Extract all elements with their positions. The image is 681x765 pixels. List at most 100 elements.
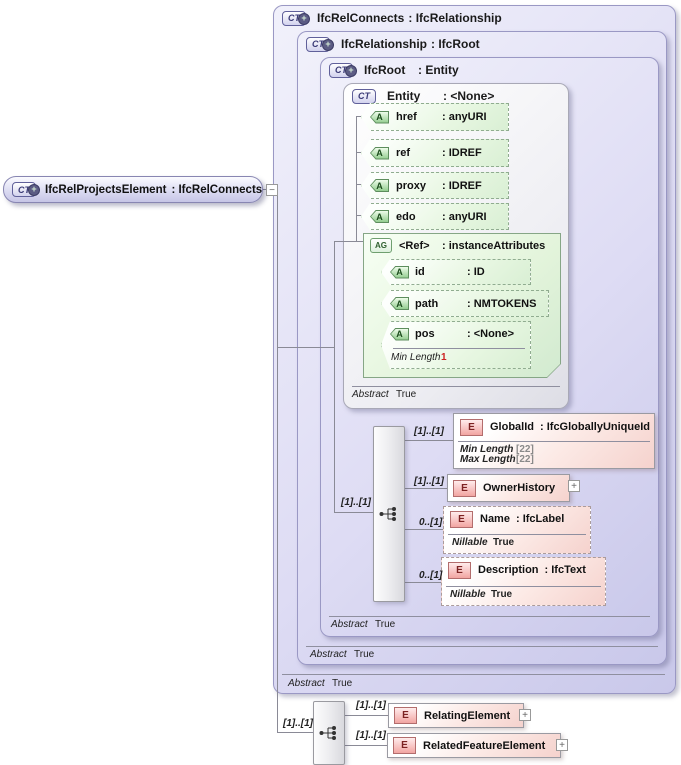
facet-divider xyxy=(458,441,650,442)
cardinality-label-sequence: [1]..[1] xyxy=(341,497,371,508)
facet-value: [22] xyxy=(516,454,534,465)
cardinality-label-relatingelement: [1]..[1] xyxy=(356,700,386,711)
sequence-icon xyxy=(319,726,336,740)
facet-label: Abstract xyxy=(288,678,325,689)
facet-divider xyxy=(448,534,586,535)
connector-relatedfeatureelement xyxy=(343,745,387,746)
attribute-id[interactable]: A id : ID xyxy=(381,259,531,285)
type-header-entity[interactable]: CT Entity : <None> xyxy=(352,87,494,105)
attribute-path[interactable]: A path : NMTOKENS xyxy=(381,290,549,317)
facet-abstract: Abstract True xyxy=(310,649,374,660)
element-name-ifclabel[interactable]: E Name : IfcLabel Nillable True xyxy=(443,506,591,554)
element-icon: E xyxy=(460,418,483,436)
attribute-proxy[interactable]: A proxy : IDREF xyxy=(361,172,509,199)
expand-toggle-relatedfeatureelement[interactable]: + xyxy=(556,739,568,751)
facet-abstract: Abstract True xyxy=(288,678,352,689)
facet-label: Abstract xyxy=(310,649,347,660)
element-name: Description xyxy=(478,564,539,576)
derived-plus-icon: + xyxy=(322,38,334,51)
attribute-icon: A xyxy=(370,110,389,124)
complex-type-icon: CT+ xyxy=(306,36,334,52)
attribute-href[interactable]: A href : anyURI xyxy=(361,103,509,131)
attribute-type: : IDREF xyxy=(442,147,482,159)
facet-label: Abstract xyxy=(331,619,368,630)
element-globalid[interactable]: E GlobalId : IfcGloballyUniqueId Min Len… xyxy=(453,413,655,469)
element-icon: E xyxy=(393,737,416,754)
expand-toggle-relatingelement[interactable]: + xyxy=(519,709,531,721)
attribute-name: proxy xyxy=(396,179,426,192)
attribute-pos[interactable]: A pos : <None> Min Length 1 xyxy=(381,321,531,369)
facet-divider xyxy=(329,616,650,617)
connector-trunk-vertical xyxy=(277,196,278,732)
facet-value: True xyxy=(491,589,513,600)
type-header-ifcrelationship[interactable]: CT+ IfcRelationship : IfcRoot xyxy=(306,35,480,53)
type-name: IfcRoot xyxy=(364,63,406,77)
element-name: IfcRelProjectsElement xyxy=(45,183,167,196)
facet-max-length: Max Length [22] xyxy=(460,454,534,465)
attribute-type: : IDREF xyxy=(442,179,482,192)
attribute-group-header[interactable]: AG <Ref> : instanceAttributes xyxy=(370,238,545,253)
attribute-icon: A xyxy=(370,146,389,160)
type-name: IfcRelationship xyxy=(341,37,428,51)
facet-divider xyxy=(446,586,601,587)
connector-stub-proxy xyxy=(356,184,361,185)
element-icon: E xyxy=(453,479,476,497)
element-ownerhistory[interactable]: E OwnerHistory xyxy=(447,474,570,502)
collapse-toggle-root[interactable]: − xyxy=(266,184,278,196)
facet-value: True xyxy=(375,619,396,630)
connector-to-root-sequence xyxy=(277,732,313,733)
connector-description xyxy=(403,582,441,583)
element-name: GlobalId xyxy=(490,421,534,433)
global-element-ifcrelprojectselement[interactable]: CT+ IfcRelProjectsElement : IfcRelConnec… xyxy=(3,176,263,203)
element-icon: E xyxy=(394,707,417,724)
attribute-name: href xyxy=(396,111,417,123)
element-name: Name xyxy=(480,513,510,525)
type-base: : IfcRoot xyxy=(431,37,480,51)
facet-divider xyxy=(393,348,525,349)
connector-to-attribute-group xyxy=(334,241,363,242)
complex-type-icon: CT+ xyxy=(282,10,310,26)
cardinality-label-description: 0..[1] xyxy=(419,570,443,581)
facet-min-length: Min Length [22] xyxy=(460,444,534,455)
attribute-group-icon: AG xyxy=(370,238,392,253)
attribute-name: ref xyxy=(396,147,411,159)
facet-divider xyxy=(282,674,665,675)
attribute-edo[interactable]: A edo : anyURI xyxy=(361,203,509,230)
type-base: : Entity xyxy=(418,63,459,77)
connector-globalid xyxy=(403,440,453,441)
attribute-icon: A xyxy=(390,327,409,341)
type-name: Entity xyxy=(387,89,421,103)
element-relatingelement[interactable]: E RelatingElement xyxy=(388,703,524,728)
facet-label: Max Length xyxy=(460,454,516,465)
complex-type-icon: CT xyxy=(352,88,376,104)
element-name: RelatedFeatureElement xyxy=(423,739,546,752)
complex-type-icon: CT+ xyxy=(12,182,40,197)
facet-abstract: Abstract True xyxy=(331,619,395,630)
connector-mid-vertical xyxy=(334,241,335,512)
attribute-name: path xyxy=(415,297,439,310)
type-header-ifcrelconnects[interactable]: CT+ IfcRelConnects : IfcRelationship xyxy=(282,9,502,27)
type-base: : IfcRelationship xyxy=(408,11,502,25)
element-relatedfeatureelement[interactable]: E RelatedFeatureElement xyxy=(387,733,561,758)
attribute-name: pos xyxy=(415,328,435,340)
derived-plus-icon: + xyxy=(345,64,357,77)
connector-to-sequence xyxy=(334,512,373,513)
attribute-type: : <None> xyxy=(467,328,515,340)
complex-type-icon: CT+ xyxy=(329,62,357,78)
sequence-icon xyxy=(379,507,396,521)
facet-label: Nillable xyxy=(450,589,486,600)
expand-toggle-ownerhistory[interactable]: + xyxy=(568,480,580,492)
cardinality-label-name: 0..[1] xyxy=(419,517,443,528)
connector-name xyxy=(403,529,443,530)
attribute-type: : NMTOKENS xyxy=(467,297,537,310)
facet-value: True xyxy=(354,649,375,660)
type-header-ifcroot[interactable]: CT+ IfcRoot : Entity xyxy=(329,61,459,79)
attribute-type: : anyURI xyxy=(442,111,487,123)
sequence-compositor[interactable] xyxy=(373,426,405,602)
attribute-ref[interactable]: A ref : IDREF xyxy=(361,139,509,167)
facet-label: Nillable xyxy=(452,537,488,548)
facet-abstract: Abstract True xyxy=(352,389,416,400)
sequence-compositor-root[interactable] xyxy=(313,701,345,765)
element-description[interactable]: E Description : IfcText Nillable True xyxy=(441,557,606,606)
